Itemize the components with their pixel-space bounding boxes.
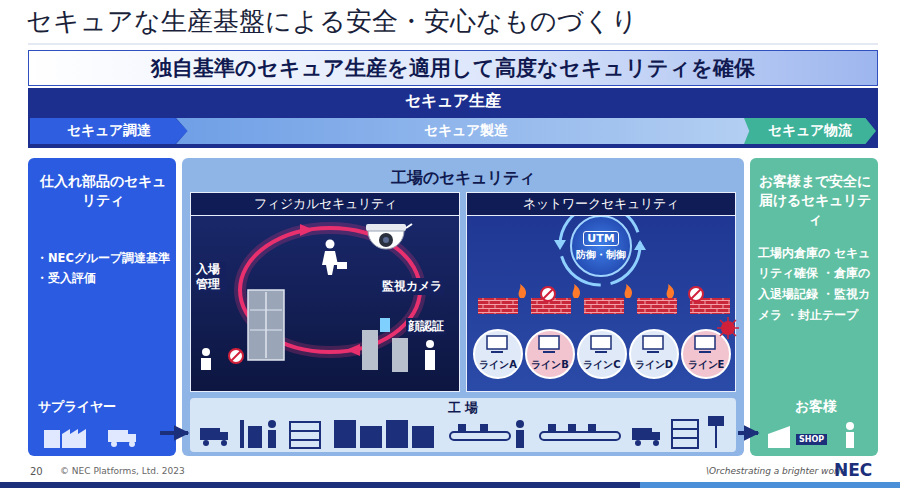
line-circle: ラインC (577, 329, 627, 379)
band: セキュア生産セキュア調達 セキュア製造 セキュア物流 (28, 88, 878, 148)
chevron: セキュア調達 (30, 118, 188, 144)
node-heading: ラインC (583, 358, 620, 372)
callout-label: 監視カメラ (380, 278, 444, 295)
logo-text: NEC (834, 460, 872, 480)
node-heading: ラインA (479, 358, 517, 372)
node-heading: 工場のセキュリティ (391, 168, 535, 189)
node-body: 防御・制御 (576, 248, 626, 262)
node-heading: セキュア製造 (424, 122, 508, 140)
node-heading: ラインD (635, 358, 673, 372)
shop-sign: SHOP (796, 434, 827, 445)
line-circle: ラインA (473, 329, 523, 379)
line-circle: ラインD (629, 329, 679, 379)
footer-bar (0, 482, 900, 488)
rule (28, 44, 878, 45)
line-circle: ラインE (681, 329, 731, 379)
node-body: 工場内倉庫の セキュリティ確保 ・倉庫の入退場記録 ・監視カメラ ・封止テープ (758, 243, 872, 326)
node-heading: ラインE (688, 358, 725, 372)
line-circle: ラインB (525, 329, 575, 379)
flow-arrow (160, 431, 188, 435)
node-heading: 工 場 (448, 399, 479, 417)
node-heading: お客様 (795, 398, 837, 416)
network-illustration (478, 205, 739, 339)
node-heading: UTM (583, 231, 618, 246)
panel: お客様まで安全に届けるセキュリティ工場内倉庫の セキュリティ確保 ・倉庫の入退場… (750, 158, 878, 456)
flow-arrow (738, 431, 758, 435)
footer-accent (640, 482, 900, 488)
chevron: セキュア物流 (744, 118, 876, 144)
slogan: \Orchestrating a brighter world (706, 466, 846, 476)
supplier-box: サプライヤー (34, 398, 158, 452)
callout-label: 顔認証 (406, 318, 446, 335)
panel: 工場のセキュリティフィジカルセキュリティネットワークセキュリティ UTM 防御・制御… (182, 158, 744, 456)
page-title: セキュアな生産基盤による安全・安心なものづくり (26, 4, 638, 39)
node-heading: セキュア物流 (768, 122, 852, 140)
node-heading: 独自基準のセキュア生産を適用して高度なセキュリティを確保 (151, 54, 755, 82)
node-heading: お客様まで安全に届けるセキュリティ (758, 172, 872, 229)
node-heading: セキュア調達 (67, 122, 151, 140)
node-heading: ネットワークセキュリティ (467, 193, 735, 216)
node-heading: サプライヤー (38, 398, 116, 416)
utm-circle: UTM 防御・制御 (570, 215, 632, 277)
copyright: © NEC Platforms, Ltd. 2023 (60, 466, 185, 476)
node-heading: セキュア生産 (405, 91, 501, 112)
node-body: ・NECグループ調達基準 ・受入評価 (36, 248, 170, 289)
banner: 独自基準のセキュア生産を適用して高度なセキュリティを確保 (28, 50, 878, 86)
panel: 仕入れ部品のセキュリティ・NECグループ調達基準 ・受入評価サプライヤー (28, 158, 176, 456)
chevron: セキュア製造 (176, 118, 756, 144)
node-heading: 仕入れ部品のセキュリティ (36, 172, 170, 210)
logistics-icons (44, 416, 854, 448)
factory-strip: 工 場 (190, 398, 736, 452)
callout-label: 入場管理 (196, 262, 226, 292)
page-number: 20 (30, 466, 43, 477)
pc-icons (487, 336, 715, 352)
node-heading: フィジカルセキュリティ (191, 193, 459, 216)
node-heading: ラインB (531, 358, 569, 372)
sub-panel: ネットワークセキュリティ UTM 防御・制御ラインA ラインB ラインC ラインD ラインE (466, 192, 736, 392)
physical-illustration (201, 224, 435, 372)
